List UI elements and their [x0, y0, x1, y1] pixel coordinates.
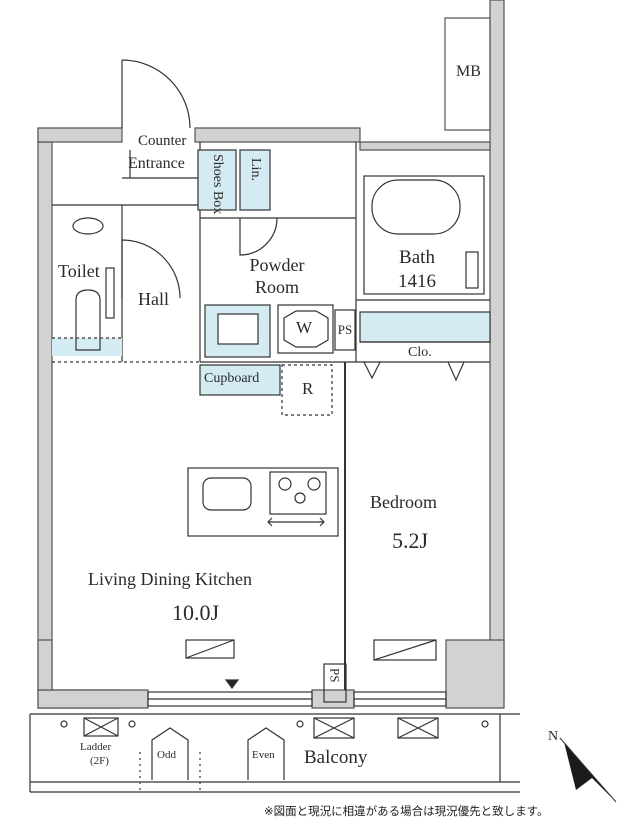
ladder-label: Ladder [80, 741, 112, 753]
hall-label: Hall [138, 289, 169, 309]
exterior-wall [37, 128, 121, 709]
balcony-label: Balcony [304, 747, 368, 768]
exterior-wall-right [489, 0, 505, 701]
linen-closet [239, 149, 271, 211]
exterior-wall-top-right [194, 127, 361, 143]
bath-label: Bath [399, 247, 435, 268]
ldk-size: 10.0J [172, 600, 220, 625]
bottom-wall-right [445, 639, 505, 709]
even-label: Even [252, 749, 275, 761]
ldk-label: Living Dining Kitchen [88, 569, 252, 589]
ps-upper-label: PS [337, 322, 353, 337]
ladder-floor-label: (2F) [90, 755, 109, 767]
bedroom-size: 5.2J [392, 528, 429, 553]
exterior-wall-top [37, 127, 123, 143]
powder-room-label: Powder [249, 255, 305, 275]
mb-label: MB [456, 63, 481, 80]
refrigerator-label: R [302, 379, 314, 398]
cupboard [199, 364, 281, 396]
powder-room-label-2: Room [254, 277, 300, 297]
ps-lower-label: PS [327, 668, 343, 683]
bath-wall-top [359, 141, 491, 151]
cupboard-label: Cupboard [204, 371, 260, 386]
shoes-box-label: Shoes Box [210, 154, 225, 215]
left-lower-pillar [37, 639, 53, 691]
shoes-box [197, 149, 237, 211]
entrance-label: Entrance [128, 155, 185, 172]
bottom-wall-left [37, 689, 149, 709]
toilet-label: Toilet [58, 261, 100, 281]
mb-wall [444, 17, 491, 131]
washer-label: W [295, 318, 313, 337]
footer-note: ※図面と現況に相違がある場合は現況優先と致します。 [264, 804, 549, 818]
odd-label: Odd [157, 749, 176, 761]
bedroom-label: Bedroom [370, 492, 437, 512]
counter-label: Counter [138, 133, 187, 149]
compass-icon [559, 737, 617, 803]
north-label: N [548, 729, 559, 744]
closet-label: Clo. [408, 345, 432, 360]
closet [359, 311, 491, 343]
bath-size: 1416 [398, 271, 436, 292]
lin-label: Lin. [248, 158, 263, 181]
bottom-wall-mid [311, 689, 355, 709]
